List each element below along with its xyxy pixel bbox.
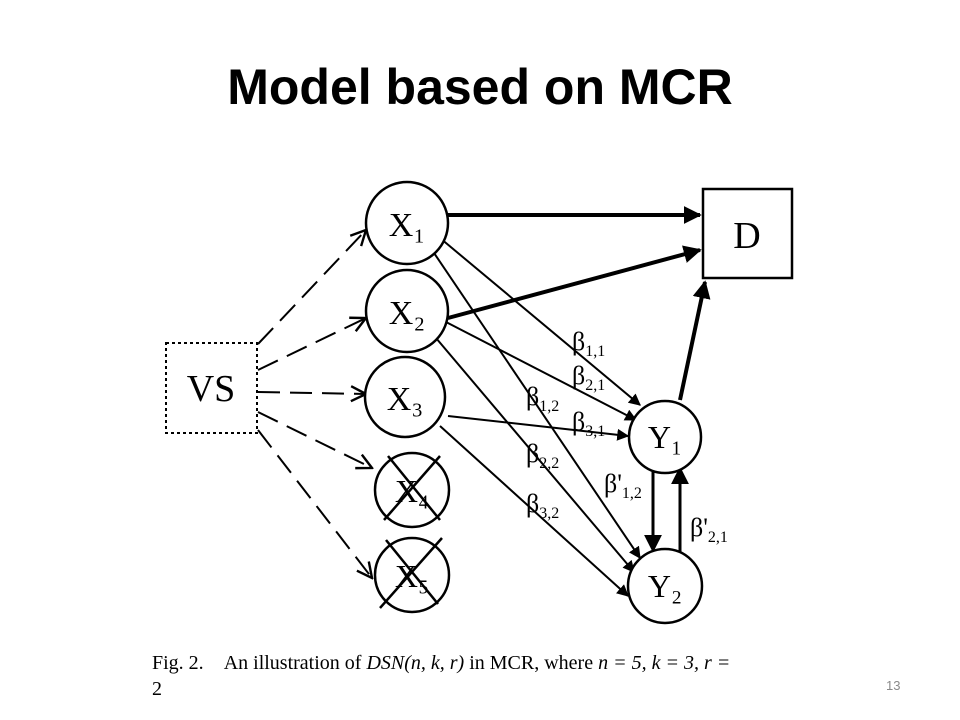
y2-label: Y₂	[648, 568, 682, 604]
edge-x3-y1	[447, 415, 630, 441]
caption-prefix: Fig. 2.	[152, 652, 204, 674]
caption-text-1: An illustration of	[223, 652, 362, 674]
edge-vs-x5	[257, 429, 372, 578]
label-beta-2-2: β2,2	[526, 439, 559, 472]
label-beta-prime-2-1: β'2,1	[690, 513, 728, 546]
label-beta-3-2: β3,2	[526, 489, 559, 522]
xy-edges	[431, 237, 689, 597]
x3-label: X₃	[387, 381, 423, 418]
caption-params: n = 5, k = 3, r =	[598, 652, 731, 674]
edge-vs-x1	[257, 230, 366, 345]
slide-title: Model based on MCR	[227, 59, 733, 115]
d-label: D	[733, 215, 760, 257]
x1-label: X₁	[389, 207, 425, 244]
edge-y1-d	[678, 280, 711, 401]
vs-edges	[257, 230, 372, 578]
x4-label: X₄	[395, 473, 429, 509]
page-number: 13	[886, 678, 901, 693]
label-beta-1-1: β1,1	[572, 327, 605, 360]
d-node	[701, 187, 794, 280]
edge-x2-y2	[435, 337, 635, 573]
x2-label: X₂	[389, 295, 425, 332]
figure-caption: Fig. 2. An illustration of DSN(n, k, r) …	[152, 650, 812, 702]
vs-label: VS	[187, 368, 236, 410]
label-beta-2-1: β2,1	[572, 361, 605, 394]
d-edges	[447, 206, 711, 401]
y2-node	[626, 547, 704, 625]
edge-x2-d	[447, 245, 702, 320]
label-beta-1-2: β1,2	[526, 382, 559, 415]
edge-x1-y2	[431, 249, 641, 559]
label-beta-3-1: β3,1	[572, 407, 605, 440]
edge-vs-x4	[257, 411, 372, 468]
edge-labels: β1,1 β2,1 β3,1 β1,2 β2,2 β3,2 β'1,2 β'2,…	[526, 327, 728, 546]
edge-vs-x2	[257, 318, 366, 371]
x1-node	[364, 180, 450, 266]
caption-math: DSN(n, k, r)	[366, 652, 465, 674]
caption-text-2: in MCR, where	[469, 652, 594, 674]
edge-x1-y1	[439, 237, 641, 406]
x4-cross-out	[383, 455, 441, 521]
y1-node	[627, 399, 703, 475]
label-beta-prime-1-2: β'1,2	[604, 469, 642, 502]
caption-wrap: 2	[152, 678, 162, 700]
x2-node	[364, 268, 450, 354]
x3-node	[363, 355, 447, 439]
edge-vs-x3	[257, 392, 366, 394]
edge-x3-y2	[439, 425, 629, 597]
y1-label: Y₁	[648, 419, 682, 455]
x5-cross-out	[379, 537, 443, 609]
edge-x2-y1	[445, 321, 638, 421]
vs-node	[165, 342, 258, 434]
